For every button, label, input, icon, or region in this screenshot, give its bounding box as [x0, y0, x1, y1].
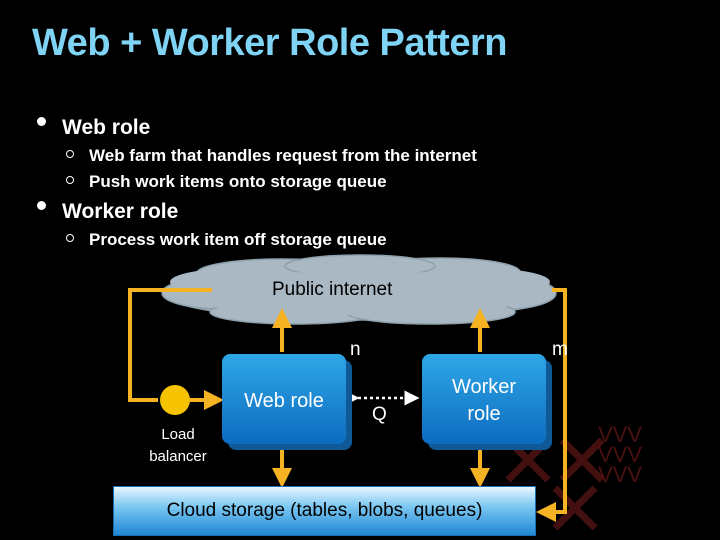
- cloud-storage-label: Cloud storage (tables, blobs, queues): [166, 500, 483, 521]
- web-role-box: Web role: [222, 354, 346, 444]
- worker-role-box: Worker role: [422, 354, 546, 444]
- web-role-label: Web role: [244, 390, 324, 412]
- queue-label: Q: [372, 404, 387, 425]
- worker-count-label: m: [552, 339, 568, 360]
- internet-to-balancer-line: [128, 288, 212, 402]
- worker-role-label: Worker role: [451, 376, 517, 425]
- sub-bullet-web-farm: Web farm that handles request from the i…: [89, 146, 477, 165]
- load-balancer-label: Load balancer: [149, 426, 207, 465]
- bullet-worker-role: Worker role: [62, 200, 179, 223]
- sub-bullet-ring: [66, 176, 74, 184]
- cloud-storage-box: Cloud storage (tables, blobs, queues): [113, 486, 536, 536]
- bullet-web-role: Web role: [62, 116, 151, 139]
- sub-bullet-push-work: Push work items onto storage queue: [89, 172, 387, 191]
- slide-title: Web + Worker Role Pattern: [32, 22, 507, 64]
- load-balancer-node: [160, 385, 190, 415]
- watermark-mark: [505, 437, 605, 531]
- sub-bullet-process-work: Process work item off storage queue: [89, 230, 387, 249]
- cloud-label: Public internet: [272, 279, 393, 300]
- bullet-dot: [37, 201, 46, 210]
- storage-right-line-upper: [552, 288, 567, 440]
- sub-bullet-ring: [66, 234, 74, 242]
- arrow-to-storage-right: [536, 440, 567, 522]
- sub-bullet-ring: [66, 150, 74, 158]
- web-count-label: n: [350, 339, 361, 360]
- bullet-dot: [37, 117, 46, 126]
